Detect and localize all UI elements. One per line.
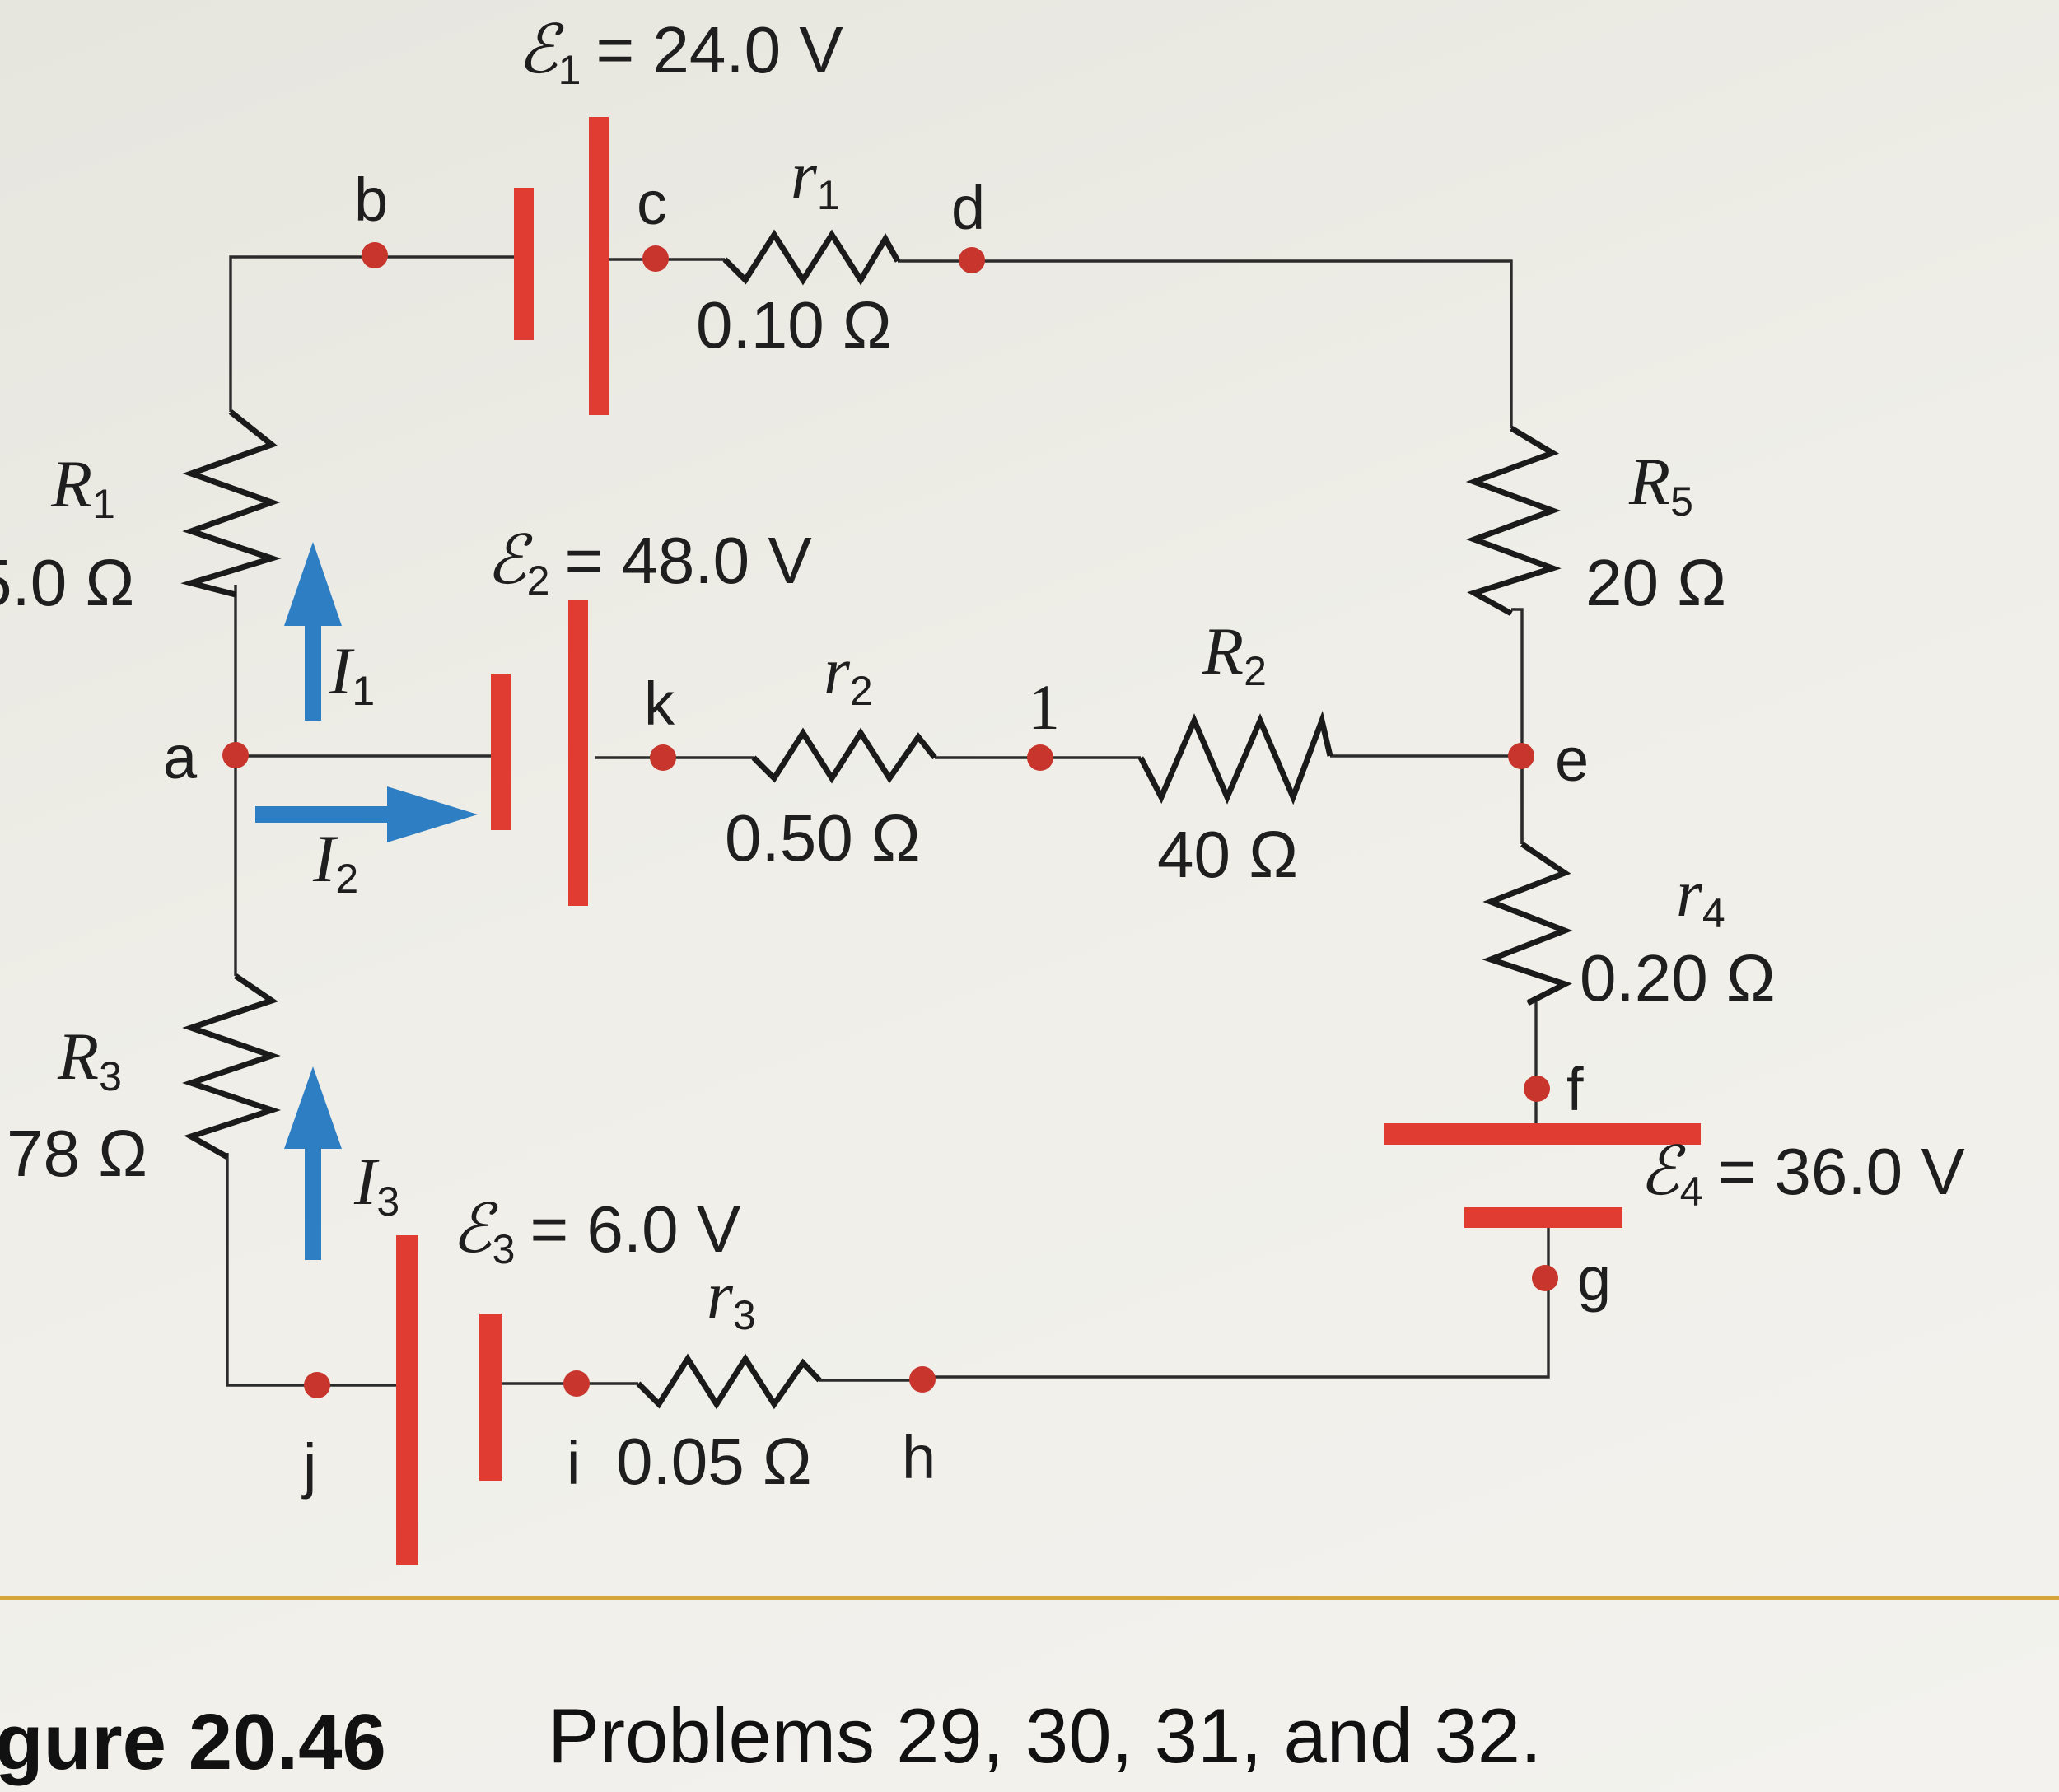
battery-e3-long-plate (396, 1235, 418, 1565)
batteries (396, 117, 1701, 1565)
resistor-r1 (722, 229, 901, 286)
node-dot-k (650, 744, 676, 771)
battery-e2-long-plate (568, 600, 588, 906)
arrow-I3-head (284, 1066, 342, 1149)
node-dot-j (304, 1372, 330, 1398)
resistor-R1-symbol: R1 (50, 446, 115, 527)
emf-label-e1: ℰ1= 24.0 V (517, 12, 843, 93)
node-dot-b (362, 242, 388, 268)
node-dot-l (1027, 744, 1053, 771)
node-dot-f (1524, 1076, 1550, 1102)
node-label-b: b (354, 166, 388, 234)
resistor-labels: R1 5.0 Ω R3 78 Ω R5 20 Ω R2 40 Ω r1 0.10… (0, 138, 1776, 1498)
battery-e4-short-plate (1464, 1207, 1622, 1228)
resistor-r1-value: 0.10 Ω (696, 288, 892, 362)
resistor-r2 (751, 727, 937, 784)
battery-e4-long-plate (1384, 1123, 1701, 1145)
node-label-e: e (1555, 726, 1589, 794)
emf-label-e2: ℰ2= 48.0 V (486, 523, 812, 604)
current-labels: I1 I2 I3 (312, 633, 399, 1225)
resistors (180, 229, 1573, 1410)
node-dot-g (1532, 1265, 1558, 1291)
node-dot-c (642, 245, 669, 272)
emf-label-e4: ℰ4= 36.0 V (1639, 1134, 1965, 1215)
resistor-r3-symbol: r3 (707, 1258, 756, 1338)
node-dot-d (959, 247, 985, 273)
caption-rule (0, 1596, 2059, 1600)
resistor-R5-value: 20 Ω (1585, 546, 1726, 619)
wire-R3-j (226, 1153, 408, 1387)
resistor-r3 (636, 1353, 822, 1410)
node-labels: a b c d e f g h i j k 1 (163, 166, 1611, 1500)
battery-e1-short-plate (514, 188, 534, 340)
wire-r4-f (1528, 999, 1538, 1132)
battery-e2-short-plate (491, 674, 511, 830)
node-label-l: 1 (1028, 671, 1060, 743)
node-label-g: g (1577, 1244, 1611, 1313)
node-label-a: a (163, 723, 198, 791)
resistor-r4-value: 0.20 Ω (1580, 941, 1776, 1015)
resistor-r4-symbol: r4 (1676, 856, 1725, 936)
emf-labels: ℰ1= 24.0 V ℰ2= 48.0 V ℰ3= 6.0 V ℰ4= 36.0… (451, 12, 1965, 1272)
node-label-f: f (1566, 1055, 1584, 1123)
node-label-d: d (951, 174, 985, 242)
node-dot-a (222, 742, 249, 768)
resistor-r1-symbol: r1 (791, 138, 840, 218)
resistor-r4 (1482, 842, 1573, 1006)
current-label-I1: I1 (329, 633, 375, 714)
figure-caption: gure 20.46 Problems 29, 30, 31, and 32. (0, 1596, 2059, 1786)
resistor-R2-symbol: R2 (1202, 614, 1267, 694)
figure-caption-text: Problems 29, 30, 31, and 32. (548, 1692, 1542, 1779)
battery-e1-long-plate (589, 117, 609, 415)
resistor-r3-value: 0.05 Ω (616, 1425, 812, 1498)
node-dot-e (1508, 743, 1534, 769)
wire-g-bottom (922, 1227, 1550, 1379)
node-label-j: j (301, 1431, 316, 1500)
node-dot-i (563, 1370, 590, 1397)
arrow-I3-shaft (305, 1141, 321, 1260)
resistor-R5 (1465, 425, 1562, 617)
resistor-r2-value: 0.50 Ω (725, 801, 921, 875)
node-dot-h (909, 1366, 936, 1393)
wire-top-left (229, 255, 527, 412)
battery-e3-short-plate (479, 1314, 502, 1481)
node-label-i: i (567, 1429, 580, 1497)
arrow-I1-head (284, 542, 342, 626)
resistor-R3 (182, 973, 282, 1160)
resistor-R2-value: 40 Ω (1157, 818, 1298, 891)
current-label-I2: I2 (312, 821, 358, 902)
resistor-R3-symbol: R3 (57, 1019, 122, 1099)
node-label-h: h (902, 1423, 936, 1491)
emf-label-e3: ℰ3= 6.0 V (451, 1192, 741, 1272)
arrow-I2-shaft (255, 806, 395, 823)
resistor-R3-value: 78 Ω (7, 1117, 147, 1190)
resistor-r2-symbol: r2 (824, 633, 873, 714)
arrow-I1-shaft (305, 618, 321, 721)
arrow-I2-head (387, 786, 478, 842)
wire-R5-e (1511, 608, 1524, 844)
node-label-k: k (644, 670, 675, 738)
node-label-c: c (637, 169, 667, 237)
resistor-R1-value: 5.0 Ω (0, 546, 134, 619)
resistor-R2 (1137, 710, 1333, 805)
current-arrows (255, 542, 478, 1260)
resistor-R1 (180, 409, 282, 598)
nodes (222, 242, 1558, 1398)
resistor-R5-symbol: R5 (1628, 444, 1693, 525)
figure-number: gure 20.46 (0, 1698, 386, 1786)
wire-r1-right (898, 259, 1513, 428)
current-label-I3: I3 (353, 1144, 399, 1225)
